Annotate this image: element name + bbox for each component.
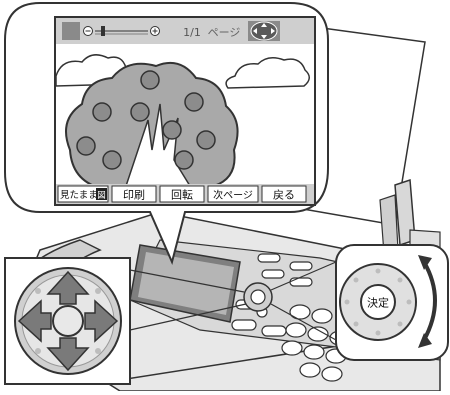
device-dial	[244, 283, 272, 311]
svg-text:見たまま: 見たまま	[60, 190, 98, 201]
page-word: ページ	[208, 26, 241, 39]
svg-text:戻る: 戻る	[273, 189, 295, 202]
print-button[interactable]: 印刷	[112, 186, 156, 202]
rotate-button[interactable]: 回転	[160, 186, 204, 202]
screen-callout: 1/1 ページ	[5, 3, 328, 262]
zoom-in-icon[interactable]	[151, 27, 160, 36]
svg-text:回転: 回転	[171, 189, 193, 202]
bottom-button-bar: 見たまま 図 印刷 回転 次ページ 戻る	[58, 186, 306, 202]
svg-text:印刷: 印刷	[123, 189, 145, 202]
back-button[interactable]: 戻る	[262, 186, 306, 202]
svg-text:次ページ: 次ページ	[213, 189, 253, 202]
enter-button-label: 決定	[367, 296, 389, 310]
directional-pad-callout	[5, 258, 130, 384]
center-select-button[interactable]	[53, 306, 83, 336]
zoom-out-icon[interactable]	[84, 27, 93, 36]
dial-callout: 決定	[336, 245, 448, 360]
enter-button[interactable]: 決定	[361, 285, 395, 319]
view-as-is-button[interactable]: 見たまま 図	[58, 186, 108, 202]
nav-pad-icon[interactable]	[248, 21, 280, 41]
page-indicator: 1/1	[183, 26, 201, 39]
view-badge: 図	[97, 191, 106, 201]
next-page-button[interactable]: 次ページ	[208, 186, 258, 202]
zoom-slider-knob[interactable]	[101, 26, 105, 36]
